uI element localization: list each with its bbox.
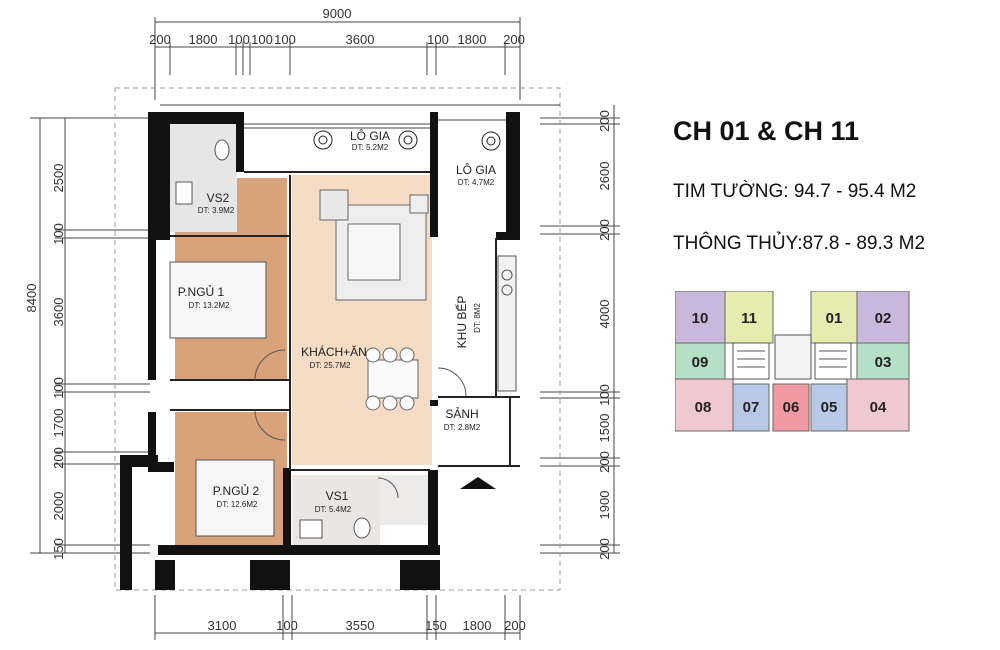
dim-left-3: 100 [51,377,66,399]
unit-10-label: 10 [692,310,709,327]
toilet-icon [175,139,371,539]
unit-03-cell [856,342,910,380]
dim-bottom-3: 150 [425,618,447,633]
dim-right-0: 200 [597,110,612,132]
room-bed2-area: DT: 12.6M2 [217,500,258,509]
dashed-outline [114,87,561,591]
right-dimension-lines [540,105,620,554]
core-stair-icon [732,334,852,380]
dim-bottom-1: 100 [276,618,298,633]
unit-04-label: 04 [870,399,887,416]
room-logia-2-area: DT: 4.7M2 [458,178,495,187]
kitchen-counter [497,255,517,392]
clear-area: THÔNG THỦY:87.8 - 89.3 M2 [673,233,926,254]
unit-02-cell [856,291,910,344]
dim-top-1: 1800 [189,32,218,47]
dim-bottom-0: 3100 [208,618,237,633]
dim-left-0: 2500 [51,164,66,193]
floor-plan: 9000 200 1800 100 100 100 3600 100 1800 … [24,6,620,640]
dim-top-2: 100 [228,32,250,47]
room-bed2-name: P.NGỦ 2 [213,483,260,498]
vs1-annex-floor [380,475,430,525]
dim-right-3: 4000 [597,300,612,329]
unit-07-label: 07 [743,399,760,416]
sofa-set-icon [319,189,429,301]
room-kitchen-name: KHU BẾP [454,296,469,349]
left-dimension-lines [30,117,150,554]
plant-icon [313,130,501,151]
room-bed1-area: DT: 13.2M2 [189,301,230,310]
dim-left-2: 3600 [51,298,66,327]
room-lobby-name: SẢNH [445,406,478,421]
bottom-dimension-lines [154,595,521,640]
dim-left-7: 150 [51,538,66,560]
room-living-area: DT: 25.7M2 [310,361,351,370]
room-logia-1-name: LÔ GIA [350,128,390,143]
unit-05-label: 05 [821,399,838,416]
unit-09-cell [675,342,726,380]
apartment-title: CH 01 & CH 11 [673,116,860,146]
dim-right-6: 200 [597,451,612,473]
unit-03-label: 03 [875,354,892,371]
dim-right-4: 100 [597,384,612,406]
vs2-floor [170,124,237,232]
logia-railing [160,104,560,129]
dim-top-4: 100 [274,32,296,47]
dim-left-1: 100 [51,223,66,245]
dim-right-5: 1500 [597,414,612,443]
dim-top-total: 9000 [323,6,352,21]
top-dimension-lines [154,17,521,100]
key-plan: 10 11 01 02 09 03 08 07 06 05 04 [675,291,910,432]
unit-01-label: 01 [826,310,843,327]
unit-08-cell [675,378,734,432]
dim-left-4: 1700 [51,409,66,438]
dim-top-6: 100 [427,32,449,47]
dim-right-8: 200 [597,538,612,560]
dim-right-7: 1900 [597,491,612,520]
dim-top-3: 100 [251,32,273,47]
unit-05-cell [810,383,848,432]
room-vs1-area: DT: 5.4M2 [315,505,352,514]
unit-09-label: 09 [692,354,709,371]
dim-top-7: 1800 [458,32,487,47]
room-vs2-name: VS2 [207,191,230,205]
dim-left-total: 8400 [24,284,39,313]
room-logia-1-area: DT: 5.2M2 [352,143,389,152]
dim-left-5: 200 [51,447,66,469]
dim-right-2: 200 [597,219,612,241]
lobby-floor [436,398,496,466]
room-vs2-area: DT: 3.9M2 [198,206,235,215]
unit-07-cell [732,383,770,432]
unit-11-label: 11 [741,310,757,327]
dim-left-6: 2000 [51,492,66,521]
kitchen-floor [436,238,496,393]
door-swings [254,349,467,499]
dining-table-icon [365,347,419,411]
room-kitchen-area: DT: 8M2 [473,303,482,333]
unit-11-cell [724,291,774,344]
room-living-name: KHÁCH+ĂN [301,344,367,359]
unit-02-label: 02 [875,310,892,327]
room-logia-2-name: LÔ GIA [456,162,496,177]
dim-top-0: 200 [149,32,171,47]
interior-walls [170,171,520,471]
room-bed1-name: P.NGỦ 1 [178,284,225,299]
unit-04-cell [846,378,910,432]
dim-bottom-2: 3550 [346,618,375,633]
dim-bottom-4: 1800 [463,618,492,633]
dim-bottom-5: 200 [504,618,526,633]
dim-top-5: 3600 [346,32,375,47]
unit-06-cell [772,383,810,432]
bed-icon [169,261,275,537]
entrance-arrow-icon [460,477,496,489]
walls [120,112,520,590]
room-vs1-name: VS1 [326,489,349,503]
wall-center-area: TIM TƯỜNG: 94.7 - 95.4 M2 [673,181,917,202]
unit-06-label: 06 [783,399,800,416]
dim-top-8: 200 [503,32,525,47]
unit-08-label: 08 [695,399,712,416]
dim-right-1: 2600 [597,162,612,191]
room-lobby-area: DT: 2.8M2 [444,423,481,432]
